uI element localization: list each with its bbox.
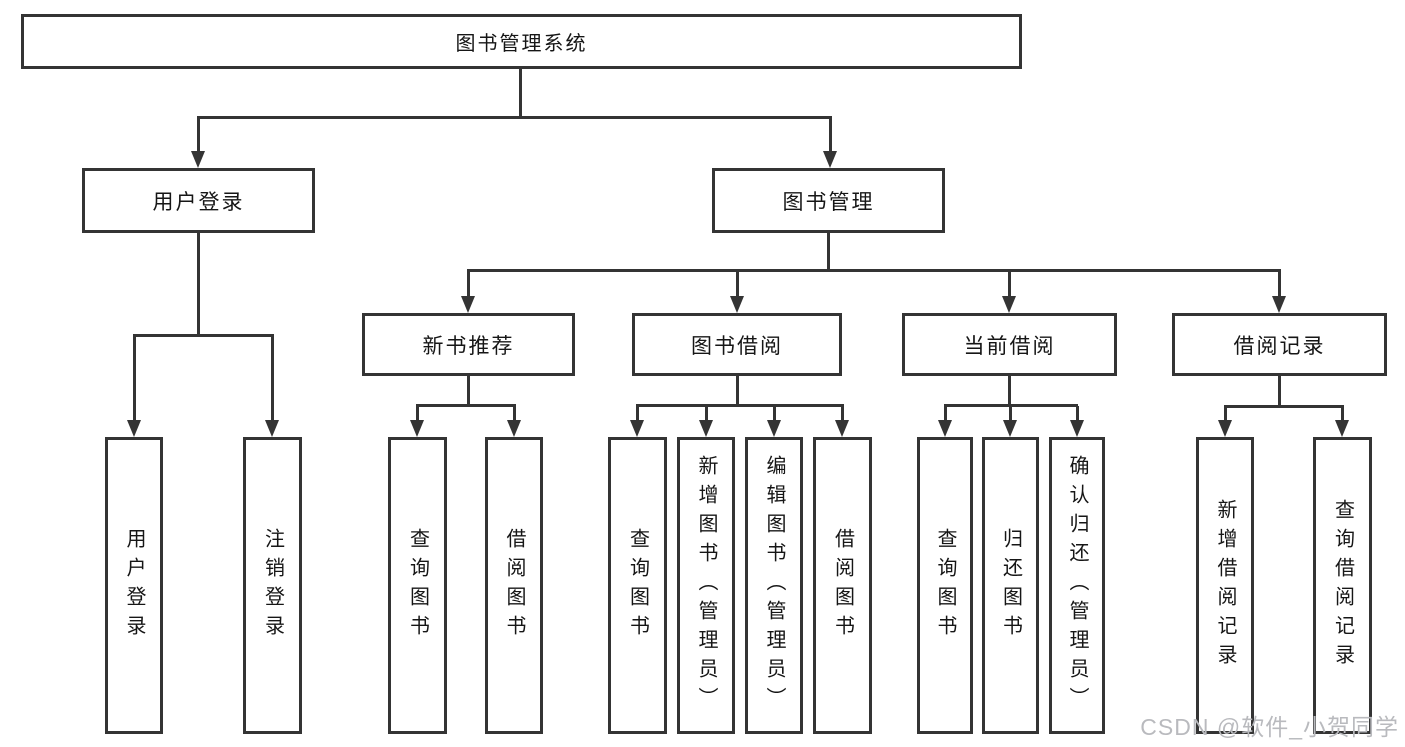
arrowhead-icon <box>630 420 644 437</box>
node-book-borrowing: 图书借阅 <box>632 313 842 376</box>
connector-line <box>133 334 274 337</box>
csdn-watermark: CSDN @软件_小贺同学 <box>1140 714 1399 740</box>
node-root: 图书管理系统 <box>21 14 1022 69</box>
connector-line <box>827 233 830 271</box>
arrowhead-icon <box>938 420 952 437</box>
connector-line <box>1341 407 1344 422</box>
node-borrow-books-borrowing: 借阅图书 <box>813 437 872 734</box>
arrowhead-icon <box>1003 420 1017 437</box>
connector-line <box>519 68 522 118</box>
node-query-books-borrowing: 查询图书 <box>608 437 667 734</box>
node-query-books-recommend: 查询图书 <box>388 437 447 734</box>
node-logout: 注销登录 <box>243 437 302 734</box>
connector-line <box>773 406 776 422</box>
connector-line <box>736 376 739 406</box>
connector-line <box>1008 376 1011 406</box>
connector-line <box>133 336 136 422</box>
connector-line <box>944 404 1078 407</box>
connector-line <box>1076 406 1079 422</box>
connector-line <box>705 406 708 422</box>
arrowhead-icon <box>1070 420 1084 437</box>
node-current-borrowing: 当前借阅 <box>902 313 1117 376</box>
arrowhead-icon <box>461 296 475 313</box>
connector-line <box>1009 406 1012 422</box>
connector-line <box>1224 405 1344 408</box>
arrowhead-icon <box>730 296 744 313</box>
connector-line <box>197 233 200 336</box>
connector-line <box>636 404 844 407</box>
connector-line <box>416 406 419 422</box>
connector-line <box>197 118 200 154</box>
arrowhead-icon <box>767 420 781 437</box>
connector-line <box>467 269 1281 272</box>
connector-line <box>1008 271 1011 299</box>
connector-line <box>1224 407 1227 422</box>
arrowhead-icon <box>191 151 205 168</box>
connector-line <box>467 271 470 299</box>
connector-line <box>513 406 516 422</box>
connector-line <box>944 406 947 422</box>
node-query-borrow-record: 查询借阅记录 <box>1313 437 1372 734</box>
arrowhead-icon <box>835 420 849 437</box>
arrowhead-icon <box>823 151 837 168</box>
connector-line <box>829 118 832 154</box>
node-query-books-current: 查询图书 <box>917 437 973 734</box>
node-user-login: 用户登录 <box>82 168 315 233</box>
node-user-login-leaf: 用户登录 <box>105 437 163 734</box>
node-add-borrow-record: 新增借阅记录 <box>1196 437 1254 734</box>
node-borrowing-records: 借阅记录 <box>1172 313 1387 376</box>
connector-line <box>197 116 832 119</box>
connector-line <box>1278 271 1281 299</box>
connector-line <box>736 271 739 299</box>
node-confirm-return-admin: 确认归还（管理员） <box>1049 437 1105 734</box>
connector-line <box>1278 376 1281 407</box>
connector-line <box>467 376 470 406</box>
arrowhead-icon <box>1335 420 1349 437</box>
node-add-books-admin: 新增图书（管理员） <box>677 437 735 734</box>
connector-line <box>416 404 516 407</box>
node-borrow-books-recommend: 借阅图书 <box>485 437 543 734</box>
arrowhead-icon <box>127 420 141 437</box>
connector-line <box>841 406 844 422</box>
arrowhead-icon <box>1272 296 1286 313</box>
arrowhead-icon <box>410 420 424 437</box>
arrowhead-icon <box>699 420 713 437</box>
node-return-books: 归还图书 <box>982 437 1039 734</box>
connector-line <box>636 406 639 422</box>
connector-line <box>271 336 274 422</box>
node-new-book-recommendation: 新书推荐 <box>362 313 575 376</box>
arrowhead-icon <box>265 420 279 437</box>
node-book-management: 图书管理 <box>712 168 945 233</box>
arrowhead-icon <box>1218 420 1232 437</box>
arrowhead-icon <box>1002 296 1016 313</box>
node-edit-books-admin: 编辑图书（管理员） <box>745 437 803 734</box>
arrowhead-icon <box>507 420 521 437</box>
